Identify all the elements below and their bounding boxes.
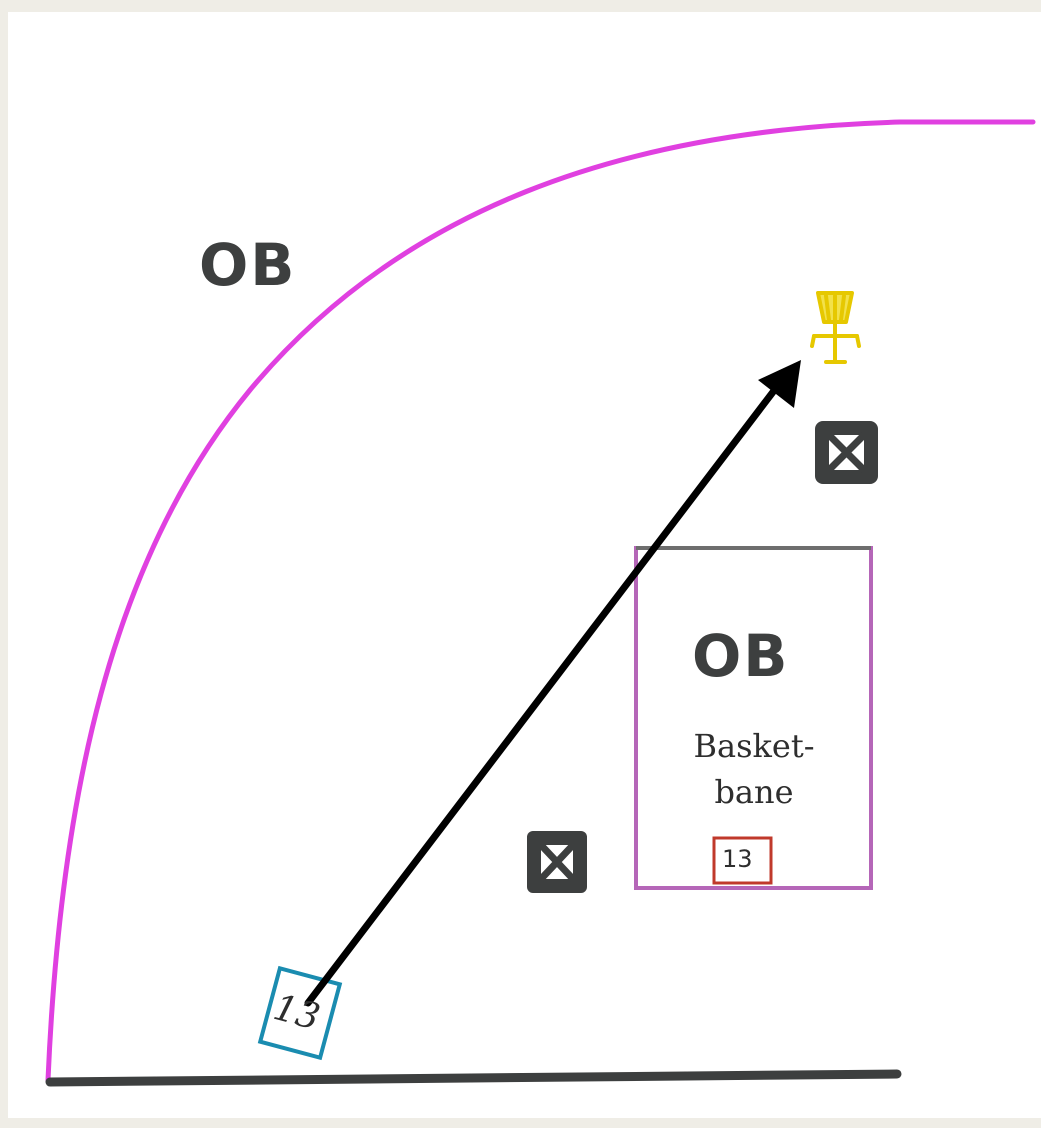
ob-boundary-line — [45, 119, 1036, 1083]
zone-name-line2: bane — [714, 773, 794, 811]
tee-sign — [712, 836, 773, 885]
obstacle-box-icon — [527, 831, 587, 893]
ground-line — [45, 1069, 902, 1087]
zone-name-line1: Basket- — [693, 727, 815, 765]
ob-inner-label: OB — [692, 622, 790, 690]
ob-outer-label: OB — [199, 231, 297, 299]
flight-arrow-head — [758, 360, 801, 408]
flight-arrow-icon — [304, 384, 780, 1007]
obstacle-box-icon — [815, 421, 878, 484]
tee-sign-number: 13 — [722, 845, 753, 873]
disc-golf-basket-icon — [810, 291, 861, 364]
map-sheet — [8, 12, 1041, 1118]
